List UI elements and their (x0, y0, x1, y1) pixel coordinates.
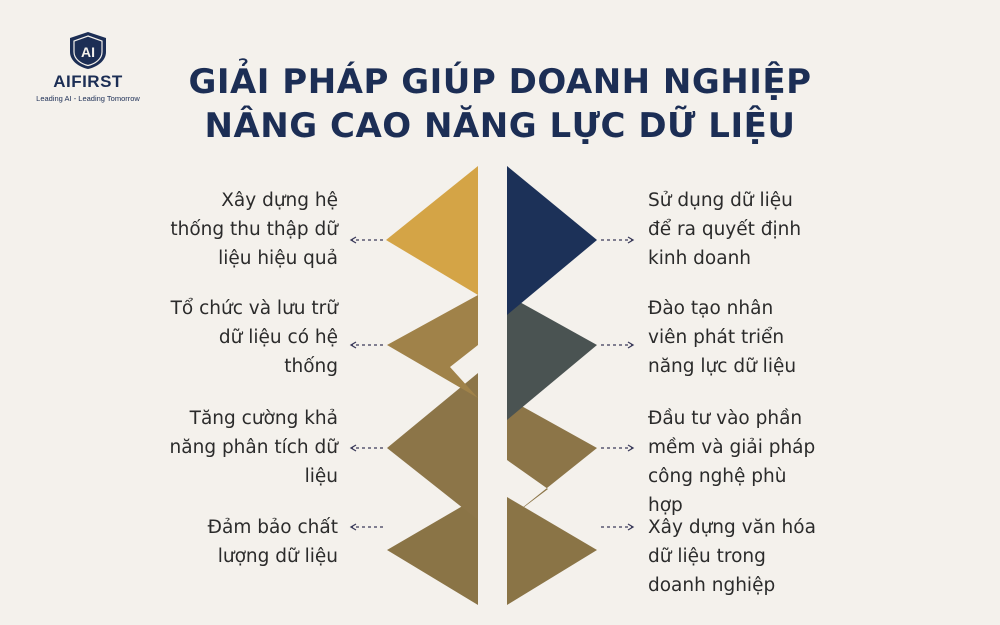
shield-icon: AI (70, 32, 106, 69)
left-label-4: Đảm bảo chất lượng dữ liệu (207, 517, 338, 567)
right-label-2: Đào tạo nhân viên phát triển năng lực dữ… (648, 298, 797, 377)
right-label-1: Sử dụng dữ liệu để ra quyết định kinh do… (648, 190, 802, 269)
page-title: GIẢI PHÁP GIÚP DOANH NGHIỆP NÂNG CAO NĂN… (150, 60, 850, 148)
left-arrowhead-3 (349, 444, 357, 452)
arrows (349, 236, 635, 531)
logo-tagline: Leading AI - Leading Tomorrow (36, 94, 140, 103)
logo-badge-text: AI (81, 44, 95, 60)
right-triangle-2 (507, 295, 597, 420)
right-arrowhead-1 (627, 236, 635, 244)
title-line-2: NÂNG CAO NĂNG LỰC DỮ LIỆU (204, 106, 796, 146)
right-label-4: Xây dựng văn hóa dữ liệu trong doanh ngh… (648, 517, 816, 596)
left-arrowhead-2 (349, 341, 357, 349)
left-shapes (386, 166, 478, 605)
right-arrowhead-3 (627, 444, 635, 452)
left-label-2: Tổ chức và lưu trữ dữ liệu có hệ thống (170, 298, 338, 377)
right-label-3: Đầu tư vào phần mềm và giải pháp công ng… (648, 408, 816, 516)
left-label-1: Xây dựng hệ thống thu thập dữ liệu hiệu … (170, 190, 338, 269)
right-triangle-3 (507, 398, 597, 520)
right-shapes (507, 166, 597, 605)
left-triangle-3 (387, 373, 478, 520)
logo: AI AIFIRST Leading AI - Leading Tomorrow (28, 30, 148, 103)
left-triangle-4 (387, 497, 478, 605)
left-arrowhead-4 (349, 523, 357, 531)
left-triangle-1 (386, 166, 478, 295)
right-arrowhead-4 (627, 523, 635, 531)
right-triangle-1 (507, 166, 597, 315)
right-triangle-4 (507, 497, 597, 605)
left-label-3: Tăng cường khả năng phân tích dữ liệu (169, 408, 338, 487)
left-triangle-2 (387, 295, 478, 398)
right-arrowhead-2 (627, 341, 635, 349)
left-arrowhead-1 (349, 236, 357, 244)
title-line-1: GIẢI PHÁP GIÚP DOANH NGHIỆP (188, 62, 812, 102)
logo-text: AIFIRST (53, 72, 123, 91)
